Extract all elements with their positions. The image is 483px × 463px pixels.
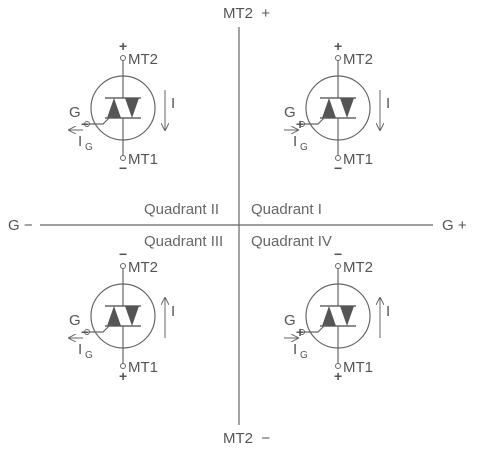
gate-current-label: I: [78, 341, 82, 358]
mt2-label: MT2: [343, 51, 373, 68]
mt2-label: MT2: [128, 51, 158, 68]
mt1-sign: +: [334, 368, 342, 384]
main-current-label: I: [171, 95, 175, 112]
axis-top-label: MT2 +: [223, 5, 270, 22]
triangle-left: [322, 98, 336, 118]
mt2-label: MT2: [343, 259, 373, 276]
main-current-label: I: [386, 95, 390, 112]
gate-lead: [89, 323, 112, 333]
triangle-right: [340, 306, 354, 326]
gate-terminal-dot: [299, 329, 305, 335]
mt1-terminal-dot: [120, 363, 126, 369]
triangle-right: [125, 98, 139, 118]
mt2-sign: +: [119, 38, 127, 54]
mt2-sign: −: [119, 246, 127, 262]
triangle-left: [107, 98, 121, 118]
gate-current-subscript: G: [300, 350, 308, 361]
mt1-sign: +: [119, 368, 127, 384]
quadrant-i-label: Quadrant I: [251, 201, 322, 218]
gate-lead: [304, 323, 327, 333]
quadrant-ii-label: Quadrant II: [144, 201, 219, 218]
triangle-right: [125, 306, 139, 326]
gate-current-subscript: G: [85, 350, 93, 361]
gate-terminal-dot: [84, 329, 90, 335]
mt2-sign: −: [334, 246, 342, 262]
triangle-left: [107, 306, 121, 326]
mt1-terminal-dot: [120, 155, 126, 161]
gate-sign: −: [81, 116, 89, 132]
axis-right-label: G +: [442, 217, 467, 234]
mt1-sign: −: [119, 160, 127, 176]
triangle-right: [340, 98, 354, 118]
gate-sign: −: [81, 324, 89, 340]
mt1-terminal-dot: [335, 155, 341, 161]
mt2-terminal-dot: [120, 55, 126, 61]
mt1-sign: −: [334, 160, 342, 176]
gate-lead: [89, 115, 112, 125]
main-current-label: I: [171, 303, 175, 320]
gate-label: G: [69, 312, 81, 329]
mt2-sign: +: [334, 38, 342, 54]
mt2-terminal-dot: [120, 263, 126, 269]
gate-current-subscript: G: [85, 142, 93, 153]
gate-label: G: [69, 104, 81, 121]
mt1-label: MT1: [128, 359, 158, 376]
gate-current-label: I: [293, 341, 297, 358]
gate-terminal-dot: [84, 121, 90, 127]
gate-sign: +: [296, 116, 304, 132]
axis-bottom-label: MT2 −: [223, 430, 270, 447]
triangle-left: [322, 306, 336, 326]
gate-current-label: I: [293, 133, 297, 150]
gate-current-label: I: [78, 133, 82, 150]
main-current-label: I: [386, 303, 390, 320]
mt1-label: MT1: [343, 151, 373, 168]
gate-terminal-dot: [299, 121, 305, 127]
mt1-label: MT1: [343, 359, 373, 376]
mt1-terminal-dot: [335, 363, 341, 369]
quadrant-iv-label: Quadrant IV: [251, 233, 332, 250]
mt2-terminal-dot: [335, 263, 341, 269]
gate-lead: [304, 115, 327, 125]
mt2-terminal-dot: [335, 55, 341, 61]
axis-left-label: G −: [8, 217, 33, 234]
mt1-label: MT1: [128, 151, 158, 168]
gate-label: G: [284, 312, 296, 329]
mt2-label: MT2: [128, 259, 158, 276]
quadrant-iii-label: Quadrant III: [144, 233, 223, 250]
gate-sign: +: [296, 324, 304, 340]
gate-label: G: [284, 104, 296, 121]
gate-current-subscript: G: [300, 142, 308, 153]
